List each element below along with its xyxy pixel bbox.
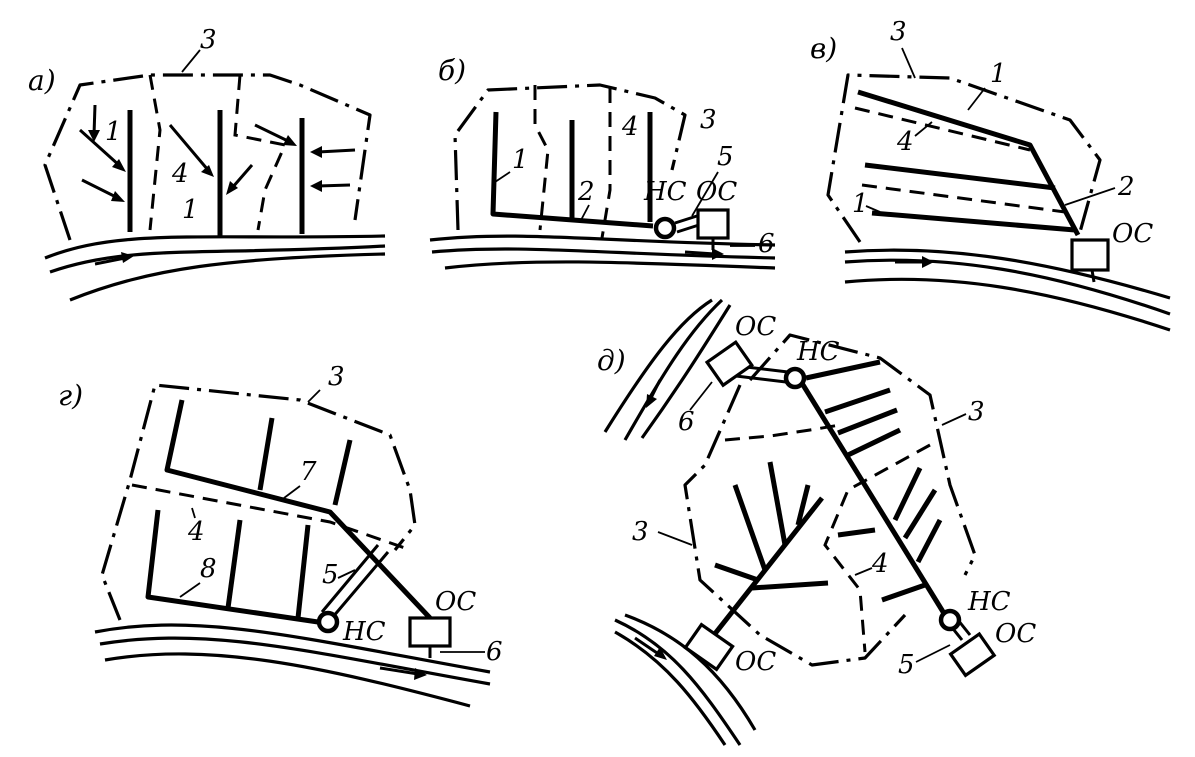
river-d-upper [603,298,732,441]
label-b-4: 4 [621,112,639,142]
collector-b [490,111,654,229]
label-b-3: 3 [700,105,717,135]
label-g-5: 5 [322,560,339,590]
panel-v: в) 3 1 4 2 1 ОС [810,17,1171,332]
label-v-1: 1 [990,59,1007,89]
pump-station-b [653,216,677,240]
label-g-3: 3 [328,362,345,392]
label-d-ns2: НС [967,587,1011,617]
panel-label-d: д) [597,344,626,377]
label-g-ns: НС [342,617,386,647]
divide-v1 [854,106,1031,152]
collector-d-lower [708,461,829,642]
label-g-6: 6 [486,637,503,667]
label-d-4: 4 [871,549,889,579]
label-g-7: 7 [300,457,317,487]
river-b [429,234,776,270]
divide-g [131,483,406,550]
river-d-lower [614,613,757,746]
branches-b [569,112,653,222]
pump-station-g [316,610,340,634]
label-b-5: 5 [717,142,734,172]
river-g [94,623,491,708]
label-a-4: 4 [171,159,189,189]
label-v-3: 3 [890,17,907,47]
label-d-ns1: НС [796,337,840,367]
treatment-plant-d-2 [948,631,997,678]
panel-d: д) [597,298,1036,746]
label-d-os1: ОС [735,312,776,342]
label-a-3: 3 [200,25,217,55]
label-d-3a: 3 [968,397,985,427]
divide-d2 [823,443,931,653]
boundary-v [826,73,1102,243]
label-g-4: 4 [187,517,205,547]
label-g-os: ОС [435,587,476,617]
collector-g-upper [164,399,432,620]
panel-b: б) 1 2 4 3 5 НС ОС 6 [429,54,776,270]
label-d-6: 6 [678,407,695,437]
panel-label-b: б) [438,54,466,87]
flow-arrows-a [78,104,356,202]
pressure-pipe-g [320,544,390,619]
panel-label-v: в) [810,32,837,65]
boundary-b [453,83,687,231]
label-v-4: 4 [896,127,914,157]
treatment-plant-d-1 [704,339,755,388]
panel-label-a: а) [28,64,56,97]
river-a [44,234,386,302]
divide-v2 [861,183,1066,214]
river-v [844,248,1171,332]
treatment-plant-g [408,616,452,648]
label-v-2: 2 [1117,172,1135,202]
panel-label-g: г) [58,379,83,412]
label-b-1: 1 [512,145,529,175]
label-d-5: 5 [898,650,915,680]
collectors-v [857,89,1081,237]
label-a-1b: 1 [182,195,199,225]
label-b-2: 2 [577,177,595,207]
boundary-a [43,73,372,241]
boundary-d-south [683,384,907,667]
pump-station-d-1 [783,366,807,390]
divide-b2 [600,88,612,239]
treatment-plant-v [1070,238,1110,272]
collector-d-upper [797,359,948,617]
label-v-os: ОС [1112,219,1153,249]
divide-d1 [724,423,841,442]
label-a-1: 1 [105,117,122,147]
label-b-ns: НС [643,177,687,207]
boundary-g [100,383,417,621]
label-d-os2: ОС [995,619,1036,649]
label-g-8: 8 [200,554,217,584]
divide-b1 [533,85,550,231]
panel-a: а) 3 1 4 1 [28,25,386,302]
label-d-os3: ОС [735,647,776,677]
collector-g-lower [145,509,319,625]
label-b-6: 6 [758,229,775,259]
collectors-a [127,110,305,238]
treatment-plant-d-3 [683,622,735,672]
divide-a2 [233,74,288,231]
divide-a1 [148,74,162,231]
boundary-d [748,333,977,576]
label-d-3b: 3 [632,517,649,547]
panel-g: г) 3 7 4 8 [58,362,503,708]
treatment-plant-b [696,208,730,240]
label-v-1b: 1 [852,189,869,219]
label-b-os: ОС [696,177,737,207]
pump-station-d-2 [938,608,962,632]
